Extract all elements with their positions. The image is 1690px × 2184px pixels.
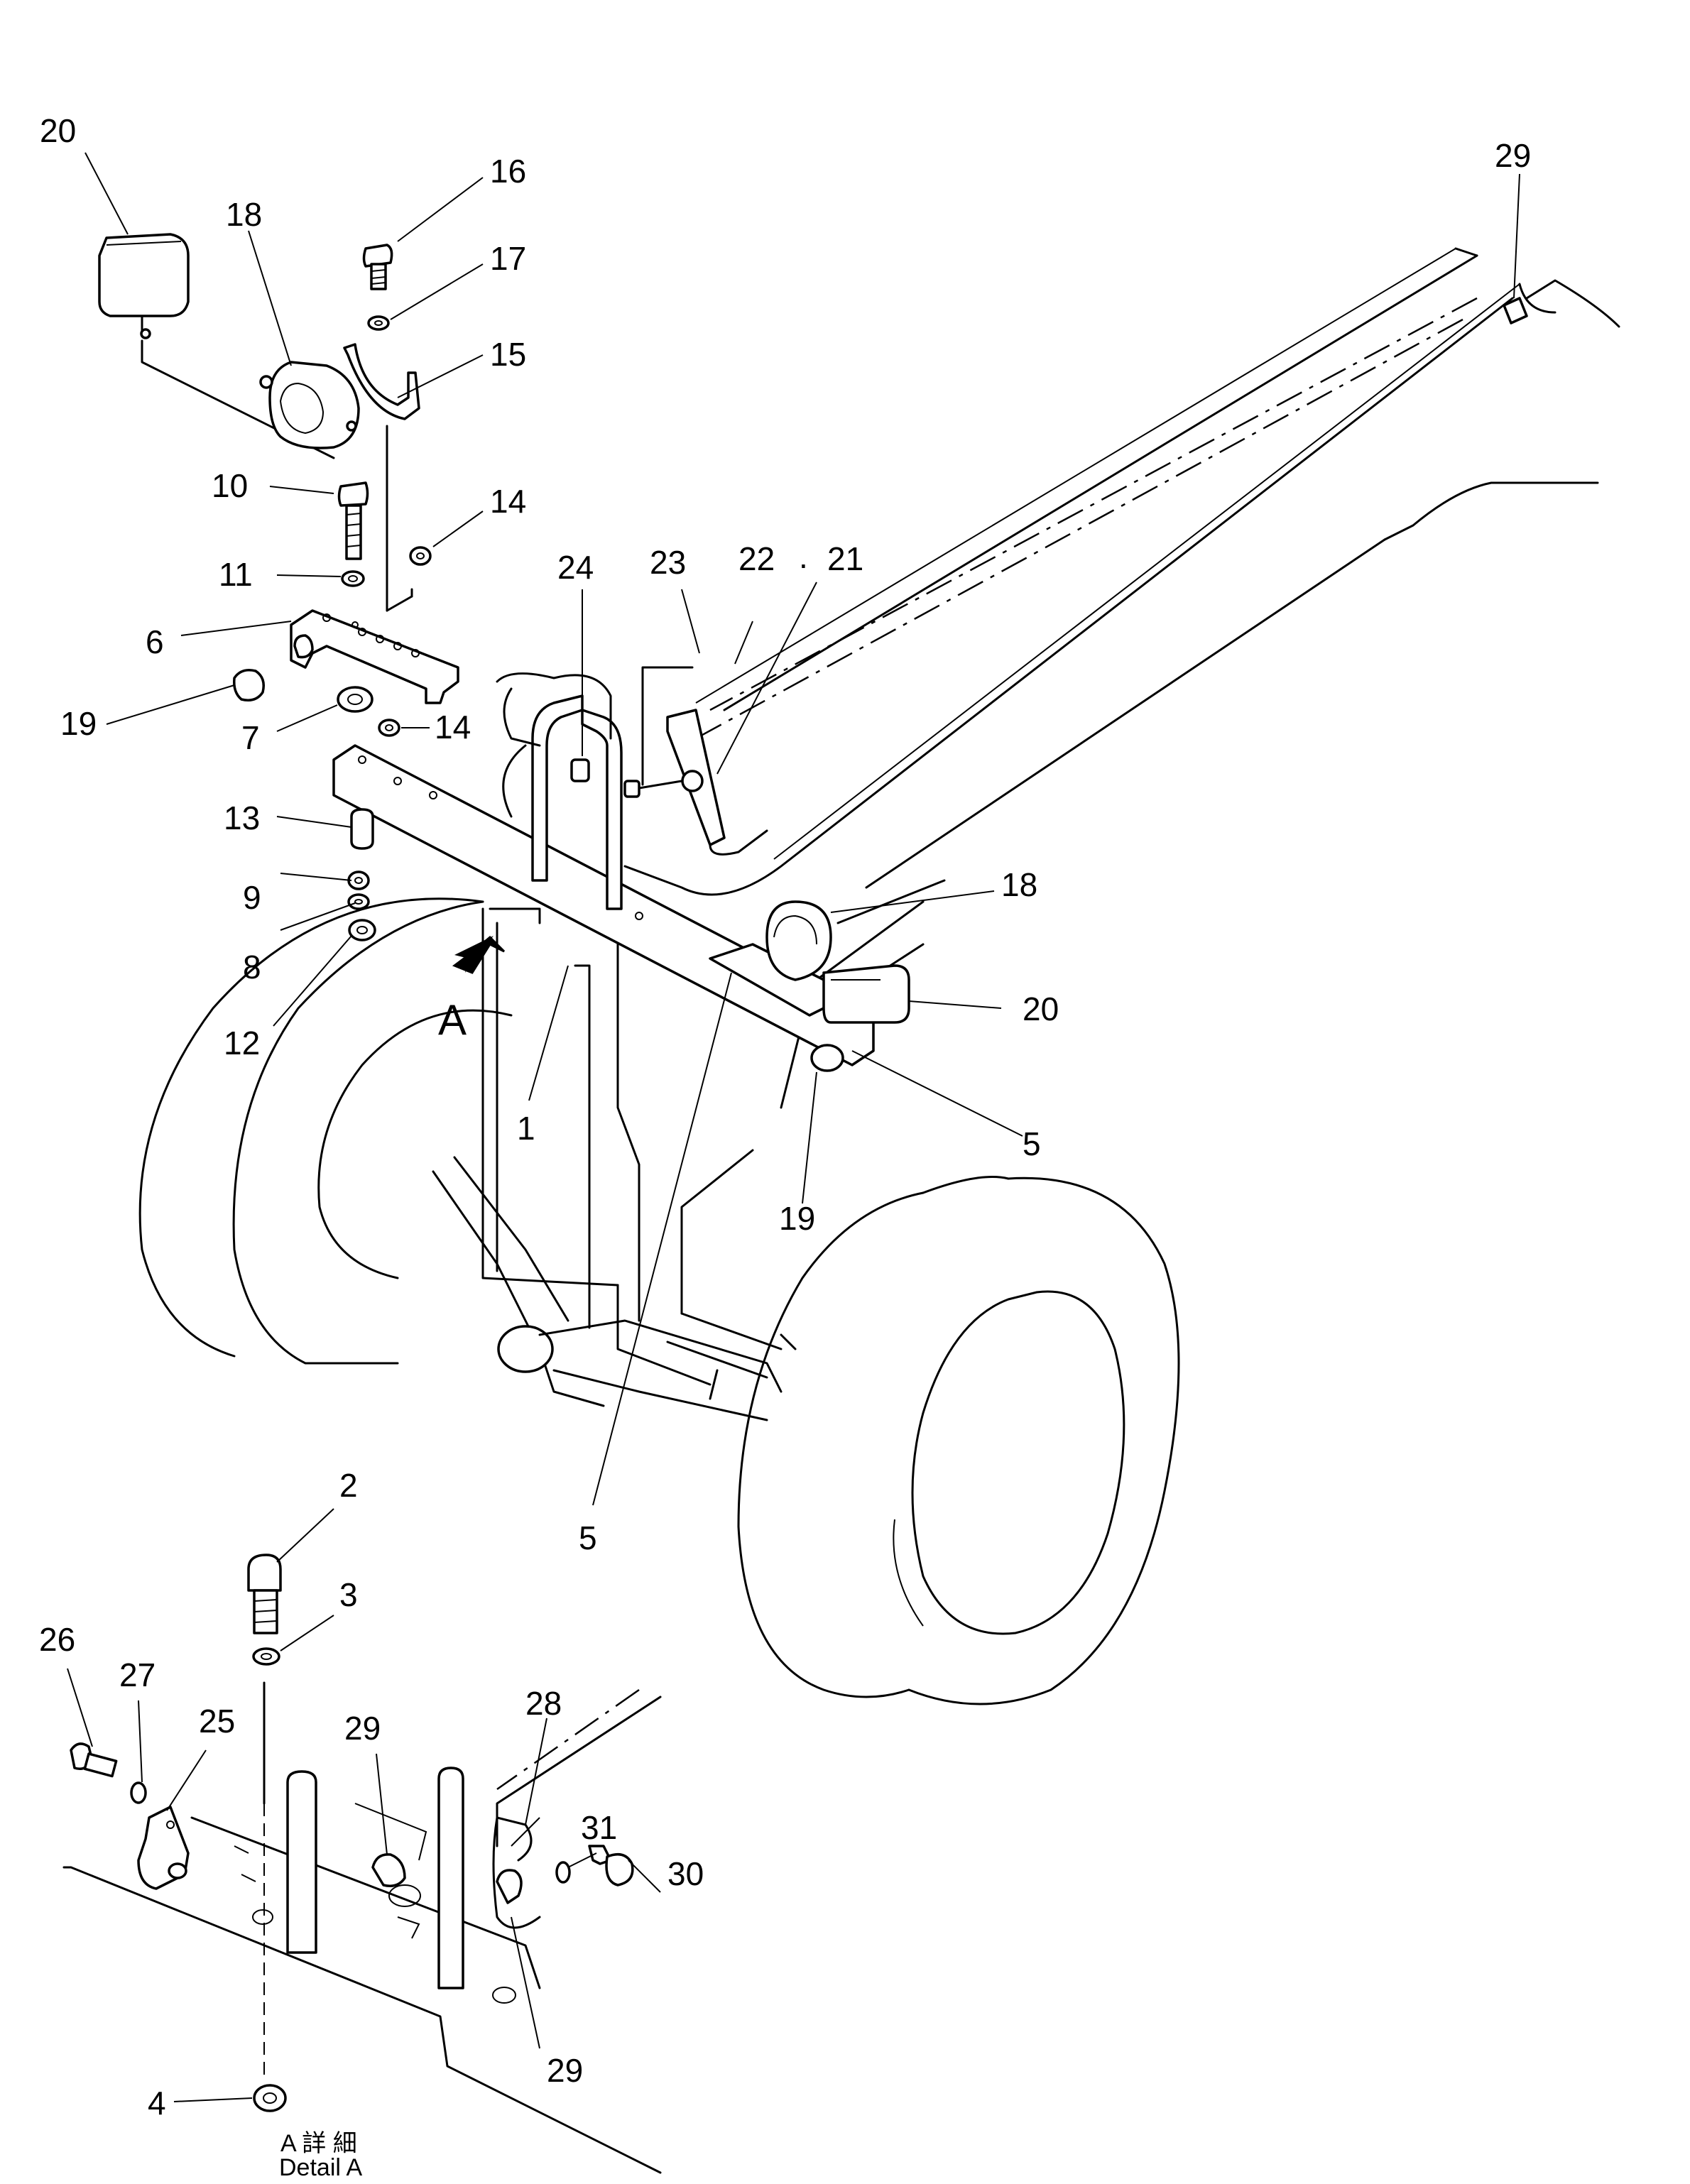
left-wheel [138, 897, 605, 1407]
callout-25: 25 [199, 1703, 235, 1740]
callout-8: 8 [243, 949, 261, 985]
callout-13: 13 [224, 799, 260, 836]
callout-27: 27 [119, 1656, 156, 1693]
callout-9: 9 [243, 879, 261, 916]
detail-a [62, 1554, 662, 2174]
left-lamp-assembly [98, 233, 459, 941]
callout-10: 10 [212, 467, 248, 504]
rear-axle [497, 1319, 797, 1421]
callout-24: 24 [557, 549, 594, 586]
callout-14-lower: 14 [435, 709, 471, 746]
light-cable [623, 279, 1620, 896]
callout-18-top: 18 [226, 196, 262, 233]
callout-7: 7 [241, 719, 260, 756]
callout-29-top: 29 [1495, 137, 1531, 174]
callout-17: 17 [490, 240, 526, 277]
callout-29-bottom: 29 [547, 2052, 583, 2089]
callout-4: 4 [148, 2085, 166, 2122]
callout-6: 6 [146, 623, 164, 660]
leader-lines [67, 152, 1520, 2102]
callout-21: 21 [827, 540, 863, 577]
callout-31: 31 [581, 1809, 617, 1846]
detail-caption: A 詳 細 Detail A [279, 2130, 362, 2181]
guard-pipes [496, 672, 623, 910]
detail-caption-en: Detail A [279, 2154, 362, 2181]
callout-16: 16 [490, 153, 526, 190]
callout-26: 26 [39, 1621, 75, 1658]
callout-labels: 20 18 16 17 15 10 14 11 24 23 22 . 21 6 … [39, 112, 1531, 2122]
callout-5-right: 5 [1023, 1125, 1041, 1162]
callout-2: 2 [339, 1467, 358, 1504]
vehicle-body [616, 247, 1599, 1400]
callout-22: 22 [738, 540, 775, 577]
right-wheel [737, 1176, 1180, 1705]
right-lamp-assembly [709, 879, 946, 1072]
callout-11: 11 [219, 556, 253, 593]
callout-18-right: 18 [1001, 866, 1037, 903]
callout-12: 12 [224, 1025, 260, 1061]
view-label-a: A [438, 996, 467, 1044]
mast [481, 907, 640, 1329]
callout-30: 30 [667, 1855, 704, 1892]
callout-15: 15 [490, 336, 526, 373]
callout-19-left: 19 [60, 705, 97, 742]
separator-dot: . [799, 538, 808, 575]
callout-20-right: 20 [1023, 990, 1059, 1027]
callout-29-detail: 29 [344, 1710, 381, 1747]
detail-caption-jp: A 詳 細 [280, 2130, 357, 2157]
callout-20-top: 20 [40, 112, 76, 149]
view-arrow-a [452, 935, 506, 974]
callout-5-lower: 5 [579, 1519, 597, 1556]
reflector-plate-21 [623, 666, 768, 856]
callout-19-right: 19 [779, 1200, 815, 1237]
callout-14-top: 14 [490, 483, 526, 520]
callout-3: 3 [339, 1576, 358, 1613]
callout-28: 28 [525, 1685, 562, 1722]
crossbar-1 [332, 744, 875, 1066]
callout-1: 1 [517, 1110, 535, 1147]
callout-23: 23 [650, 544, 686, 581]
